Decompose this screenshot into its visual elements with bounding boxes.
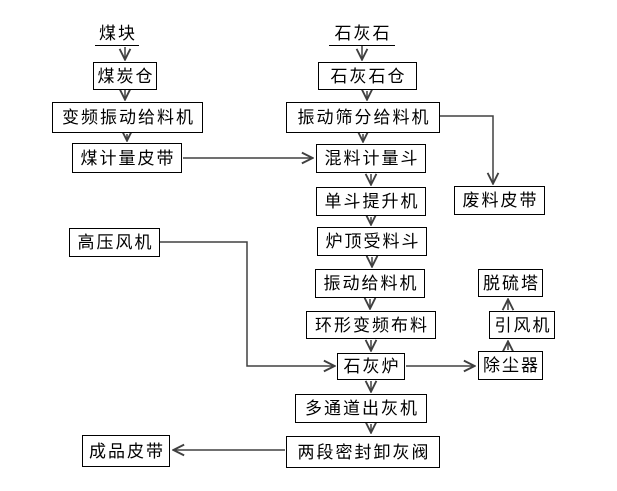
node-vibrating-screen-feeder: 振动筛分给料机 bbox=[286, 102, 440, 133]
node-annular-vf-distributor: 环形变频布料 bbox=[306, 311, 436, 339]
node-high-pressure-fan: 高压风机 bbox=[69, 228, 160, 257]
node-waste-belt: 废料皮带 bbox=[454, 186, 545, 215]
node-vibrating-feeder: 振动给料机 bbox=[315, 269, 425, 298]
node-limestone-bunker: 石灰石仓 bbox=[318, 62, 417, 90]
node-finished-product-belt: 成品皮带 bbox=[82, 435, 170, 467]
title-coal-lump: 煤块 bbox=[95, 23, 139, 46]
title-limestone: 石灰石 bbox=[329, 23, 395, 46]
node-coal-weighing-belt: 煤计量皮带 bbox=[72, 143, 182, 173]
node-desulfurization-tower: 脱硫塔 bbox=[478, 269, 543, 297]
edge-screen-feeder-to-waste-belt bbox=[440, 115, 493, 183]
node-multi-channel-ash-discharger: 多通道出灰机 bbox=[295, 394, 427, 423]
node-dust-collector: 除尘器 bbox=[478, 351, 543, 380]
node-lime-kiln: 石灰炉 bbox=[337, 353, 405, 380]
node-two-stage-sealed-ash-valve: 两段密封卸灰阀 bbox=[286, 436, 440, 468]
node-mix-weighing-hopper: 混料计量斗 bbox=[316, 144, 426, 173]
node-induced-draft-fan: 引风机 bbox=[489, 311, 555, 339]
node-vf-vibrating-feeder: 变频振动给料机 bbox=[52, 102, 203, 133]
node-furnace-top-hopper: 炉顶受料斗 bbox=[317, 227, 427, 256]
node-single-bucket-hoist: 单斗提升机 bbox=[316, 187, 426, 216]
edge-fan-to-lime-kiln bbox=[160, 241, 334, 366]
node-coal-bunker: 煤炭仓 bbox=[93, 62, 157, 90]
